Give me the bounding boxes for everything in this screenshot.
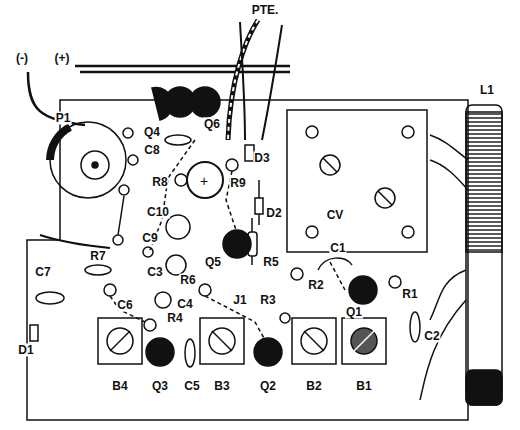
board-outline [27, 100, 468, 420]
ceramic-capacitor [318, 258, 352, 270]
part-label: R3 [259, 294, 276, 307]
part-label: D3 [253, 152, 270, 165]
part-label: Q5 [204, 256, 222, 269]
part-label: B2 [305, 380, 322, 393]
part-label: Q3 [151, 380, 169, 393]
transistor [190, 87, 220, 117]
wire [118, 196, 124, 235]
part-label: C4 [176, 298, 193, 311]
part-label: R8 [151, 176, 168, 189]
wire [430, 270, 466, 320]
part-label: D2 [265, 207, 282, 220]
part-label: Q2 [259, 380, 277, 393]
wire [75, 65, 290, 68]
solder-pad [119, 185, 129, 195]
wire [40, 235, 110, 248]
resistor [248, 232, 257, 256]
electrolytic-capacitor [155, 292, 171, 308]
wire [240, 22, 245, 140]
solder-pad [128, 155, 138, 165]
ceramic-capacitor [165, 135, 191, 145]
electrolytic-capacitor [166, 215, 190, 239]
electrolytic-capacitor [187, 162, 223, 198]
part-label: R7 [89, 250, 106, 263]
coil-winding [466, 112, 502, 252]
part-label: J1 [232, 294, 247, 307]
part-label: R1 [401, 288, 418, 301]
variable-capacitor [375, 188, 395, 208]
part-label: R9 [229, 177, 246, 190]
part-label: C2 [423, 330, 440, 343]
transistor [349, 276, 377, 304]
trimmer-coil [98, 318, 386, 364]
part-label: PTE. [251, 4, 280, 17]
part-label: L1 [479, 84, 495, 97]
ceramic-capacitor [36, 292, 64, 304]
part-label: (-) [15, 52, 29, 65]
solder-pad [123, 128, 133, 138]
part-label: R6 [179, 274, 196, 287]
part-label: C10 [146, 206, 170, 219]
resistor [104, 159, 401, 331]
part-label: CV [326, 209, 345, 222]
part-label: C8 [143, 144, 160, 157]
wire [430, 135, 468, 160]
part-label: C1 [329, 242, 346, 255]
variable-capacitor [323, 158, 337, 172]
potentiometer [81, 151, 109, 179]
potentiometer [50, 127, 70, 160]
variable-capacitor [306, 126, 318, 138]
diode [30, 325, 38, 341]
wire [228, 20, 258, 140]
part-label: C9 [141, 232, 158, 245]
ceramic-capacitor [410, 312, 420, 342]
potentiometer [92, 162, 98, 168]
transistor [223, 230, 251, 258]
jumper [110, 140, 345, 340]
svg-text:+: + [200, 173, 208, 189]
wire [28, 72, 85, 125]
part-label: D1 [17, 344, 34, 357]
wire [262, 25, 282, 140]
part-label: C5 [183, 380, 200, 393]
part-label: B1 [355, 380, 372, 393]
ceramic-capacitor [85, 265, 111, 275]
transistor [254, 338, 282, 366]
part-label: Q1 [345, 306, 363, 319]
part-label: C3 [146, 266, 163, 279]
wire [430, 160, 468, 190]
transistor [146, 338, 174, 366]
variable-capacitor [402, 226, 414, 238]
part-label: B3 [213, 380, 230, 393]
electrolytic-capacitor [166, 255, 186, 275]
wire [80, 71, 290, 74]
part-label: (+) [54, 52, 71, 65]
diode [255, 198, 263, 214]
ceramic-capacitor [185, 339, 195, 367]
part-label: R2 [307, 279, 324, 292]
wire [420, 300, 466, 400]
variable-capacitor [287, 110, 427, 252]
variable-capacitor [402, 126, 414, 138]
ferrite-rod [466, 370, 502, 405]
solder-pad [113, 235, 123, 245]
part-label: B4 [111, 380, 128, 393]
part-label: Q6 [203, 118, 221, 131]
variable-capacitor [378, 191, 392, 205]
part-label: C7 [34, 266, 51, 279]
wire [228, 20, 258, 140]
part-label: Q4 [143, 126, 161, 139]
part-label: R5 [262, 256, 279, 269]
potentiometer [50, 122, 126, 198]
part-label: P1 [55, 112, 72, 125]
part-label: C6 [116, 299, 133, 312]
variable-capacitor [306, 226, 318, 238]
part-label: R4 [166, 312, 183, 325]
variable-capacitor [320, 155, 340, 175]
ferrite-rod [466, 105, 502, 405]
